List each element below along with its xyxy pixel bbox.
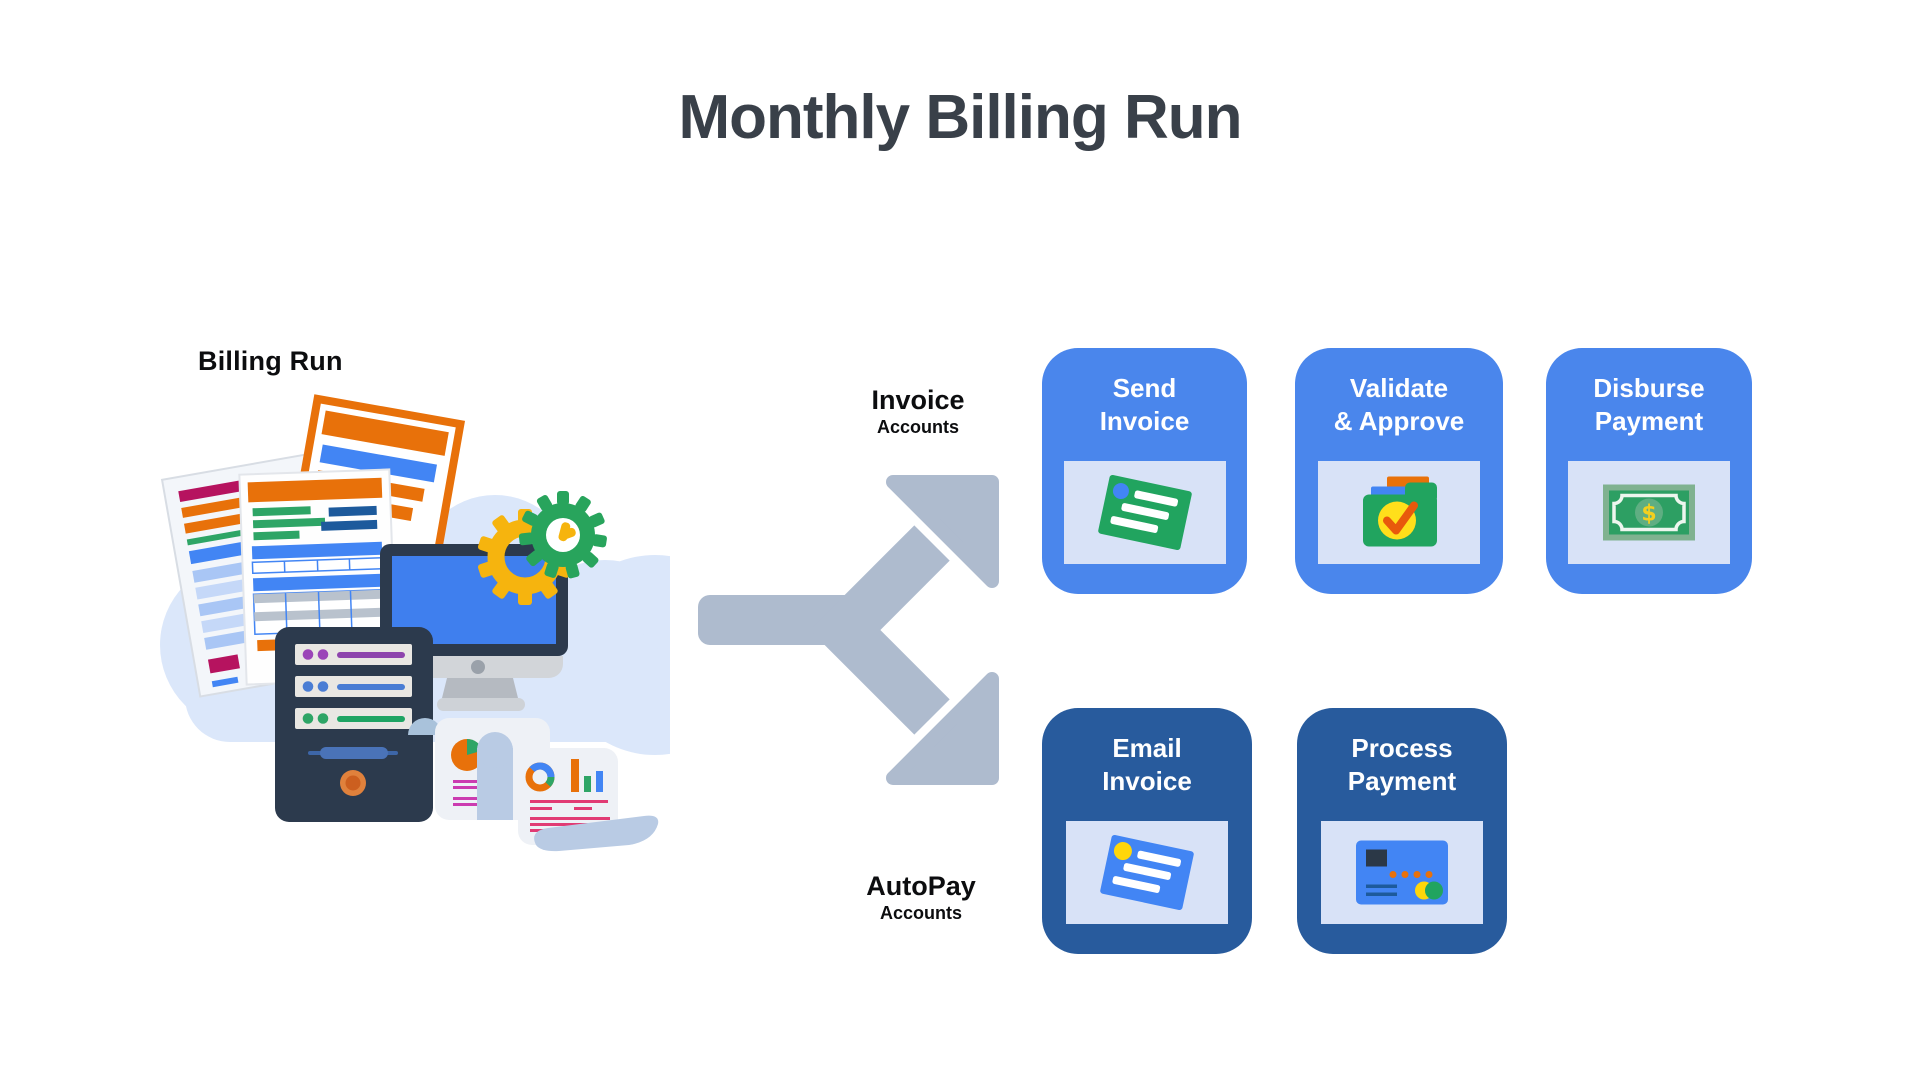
receipt-icon xyxy=(408,718,659,852)
source-label: Billing Run xyxy=(198,346,343,376)
card-title-line2: Invoice xyxy=(1102,766,1192,796)
step-card-send-invoice: Send Invoice xyxy=(1042,348,1247,594)
step-card-process-payment: Process Payment xyxy=(1297,708,1507,954)
icon-panel xyxy=(1321,821,1483,924)
branch-label-autopay-title: AutoPay xyxy=(866,871,976,901)
step-card-email-invoice: Email Invoice xyxy=(1042,708,1252,954)
billing-run-illustration xyxy=(160,394,670,852)
page-title: Monthly Billing Run xyxy=(678,83,1242,152)
card-title-line1: Email xyxy=(1112,733,1182,763)
card-title-line1: Process xyxy=(1351,733,1453,763)
banknote-dollar-icon: $ xyxy=(1603,484,1695,541)
icon-panel xyxy=(1318,461,1480,564)
card-title-line1: Disburse xyxy=(1593,373,1705,403)
branch-label-invoice-title: Invoice xyxy=(871,385,965,415)
card-title-line2: Payment xyxy=(1347,766,1457,796)
card-title: Email Invoice xyxy=(1102,732,1192,798)
credit-card-icon xyxy=(1356,840,1448,905)
server-icon xyxy=(275,627,433,822)
step-card-validate-approve: Validate & Approve xyxy=(1295,348,1503,594)
svg-text:$: $ xyxy=(1641,502,1656,527)
fork-arrow-icon xyxy=(698,475,999,785)
card-title-line2: Invoice xyxy=(1099,406,1190,436)
card-title: Validate & Approve xyxy=(1334,372,1465,438)
card-title-line1: Send xyxy=(1112,373,1177,403)
card-title-line2: & Approve xyxy=(1333,406,1465,436)
icon-panel: $ xyxy=(1568,461,1730,564)
step-card-disburse-payment: Disburse Payment $ xyxy=(1546,348,1752,594)
branch-label-autopay: AutoPay Accounts xyxy=(836,872,1006,924)
green-invoice-icon xyxy=(1097,474,1192,551)
card-title: Disburse Payment xyxy=(1593,372,1704,438)
branch-label-invoice: Invoice Accounts xyxy=(833,386,1003,438)
blue-invoice-icon xyxy=(1100,834,1194,911)
folder-checkmark-icon xyxy=(1363,476,1437,547)
card-title: Send Invoice xyxy=(1100,372,1190,438)
card-title-line2: Payment xyxy=(1594,406,1704,436)
branch-label-autopay-sub: Accounts xyxy=(879,903,962,924)
branch-label-invoice-sub: Accounts xyxy=(876,417,959,438)
icon-panel xyxy=(1066,821,1228,924)
gear-green-icon xyxy=(518,491,607,579)
card-title: Process Payment xyxy=(1348,732,1456,798)
icon-panel xyxy=(1063,461,1226,564)
card-title-line1: Validate xyxy=(1349,373,1449,403)
